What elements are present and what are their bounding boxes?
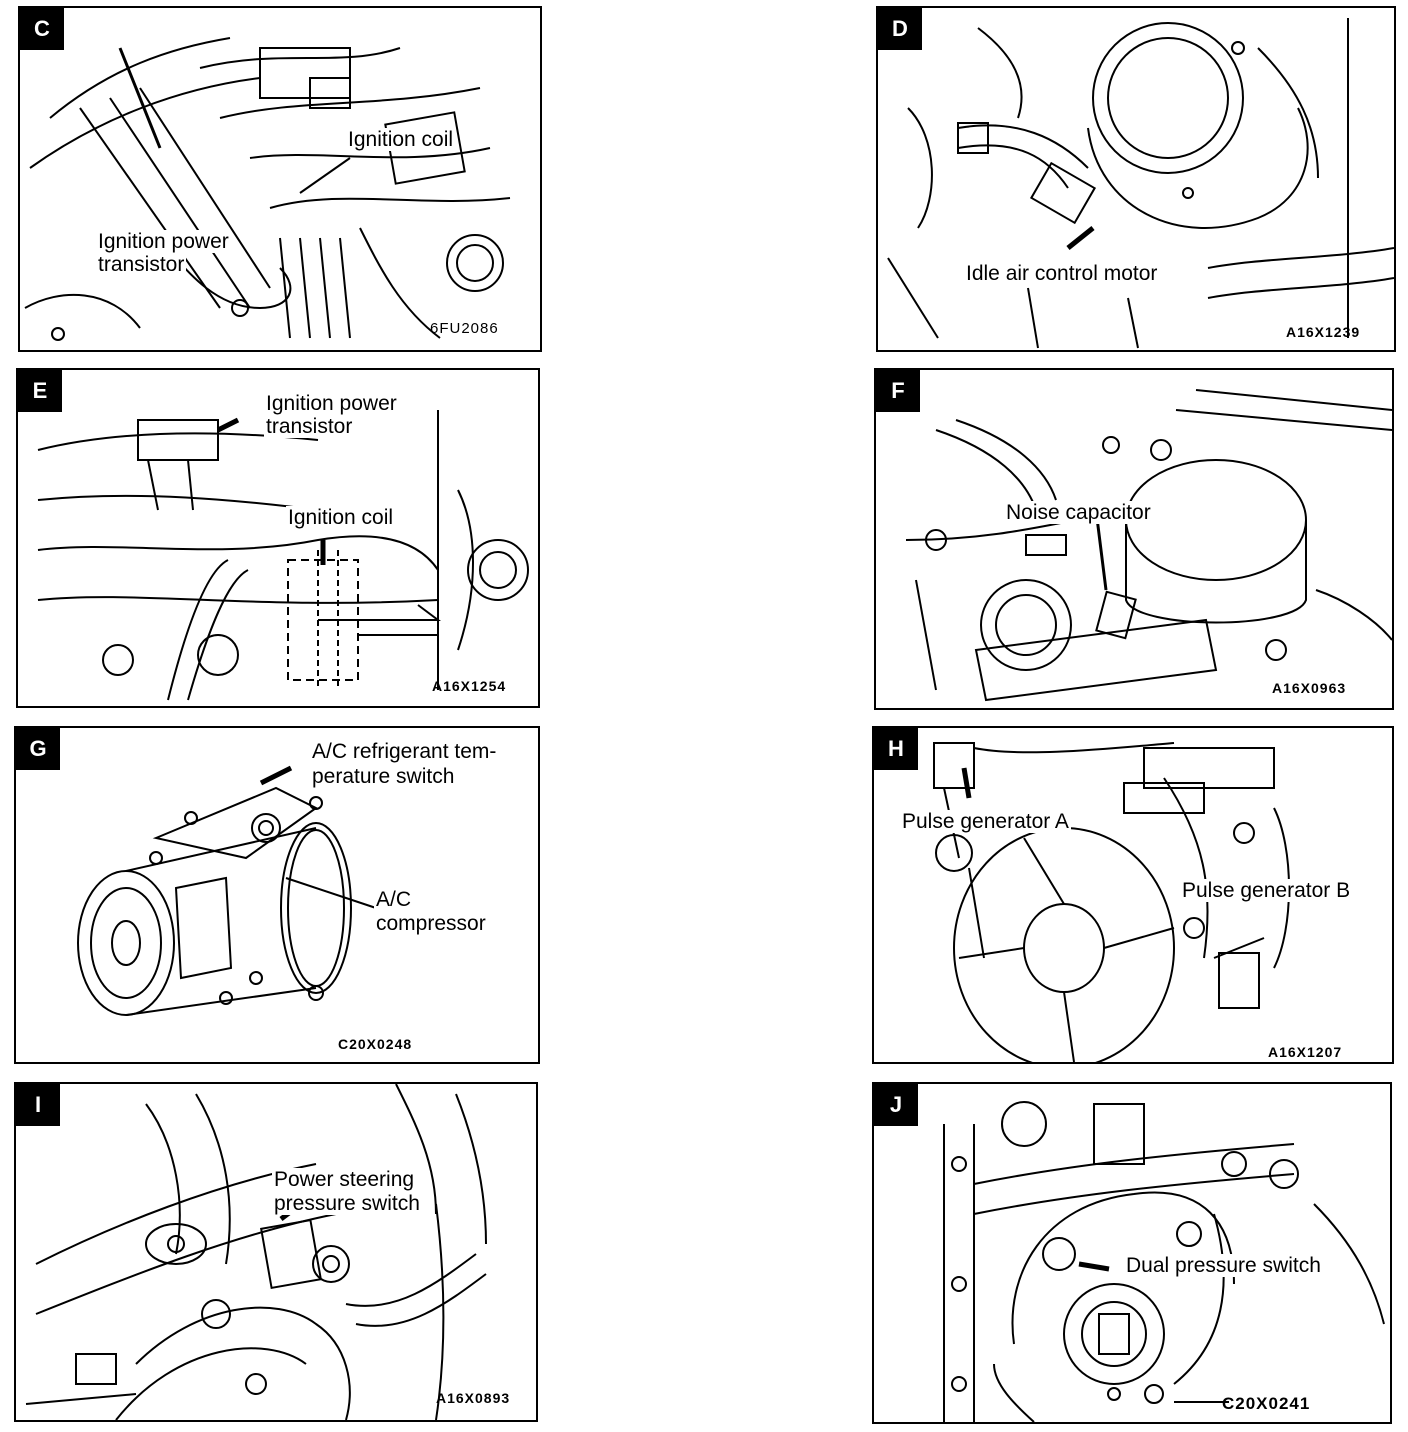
panel-c: C Ignition coil Ignition power transisto…: [18, 6, 542, 352]
callout-ignition-coil: Ignition coil: [286, 506, 396, 529]
engine-illustration-f: [905, 389, 1392, 702]
panel-f: F Noise capacitor A16X0963: [874, 368, 1394, 710]
figure-code-h: A16X1207: [1268, 1044, 1343, 1060]
engine-illustration-d: [887, 18, 1394, 349]
callout-power-steering: Power steering: [272, 1168, 417, 1191]
panel-e: E Ignition power transistor Ignition coi…: [16, 368, 540, 708]
callout-dual-pressure-switch: Dual pressure switch: [1124, 1254, 1323, 1277]
callout-transistor: transistor: [264, 415, 355, 438]
engine-illustration-i: [25, 1084, 487, 1420]
panel-letter-h: H: [874, 728, 918, 770]
callout-pressure-switch: pressure switch: [272, 1192, 422, 1215]
callout-ignition-coil: Ignition coil: [346, 128, 456, 151]
engine-illustration-c: [24, 37, 511, 341]
panel-letter-f: F: [876, 370, 920, 412]
transmission-illustration-h: [933, 742, 1290, 1062]
panel-g: G A/C refrigerant tem- perature switch A…: [14, 726, 540, 1064]
figure-code-i: A16X0893: [436, 1390, 511, 1406]
callout-ignition-power: Ignition power: [96, 230, 231, 253]
compressor-illustration-g: [77, 765, 377, 1016]
figure-code-f: A16X0963: [1272, 680, 1347, 696]
panel-letter-c: C: [20, 8, 64, 50]
panel-i: I Power steering pressure switch A16X089…: [14, 1082, 538, 1422]
figure-code-e: A16X1254: [432, 678, 507, 694]
engine-illustration-j: [943, 1101, 1385, 1422]
panel-letter-d: D: [878, 8, 922, 50]
figure-code-j: C20X0241: [1222, 1394, 1311, 1413]
panel-h: H Pulse generator A Pulse generator B A1…: [872, 726, 1394, 1064]
figure-code-g: C20X0248: [338, 1036, 413, 1052]
callout-idle-air-control-motor: Idle air control motor: [964, 262, 1160, 285]
callout-ac-refrigerant-line2: perature switch: [310, 765, 457, 788]
callout-transistor: transistor: [96, 253, 187, 276]
panel-j: J Dual pressure switch C20X0241: [872, 1082, 1392, 1424]
panel-letter-i: I: [16, 1084, 60, 1126]
figure-code-d: A16X1239: [1286, 324, 1361, 340]
callout-noise-capacitor: Noise capacitor: [1004, 501, 1153, 524]
panel-letter-e: E: [18, 370, 62, 412]
callout-ignition-power: Ignition power: [264, 392, 399, 415]
panel-letter-j: J: [874, 1084, 918, 1126]
callout-compressor: compressor: [374, 912, 488, 935]
callout-pulse-generator-b: Pulse generator B: [1180, 879, 1353, 902]
engine-illustration-e: [37, 410, 529, 701]
panel-d: D Idle air control motor A16X1239: [876, 6, 1396, 352]
callout-ac-refrigerant-line1: A/C refrigerant tem-: [310, 740, 499, 763]
callout-pulse-generator-a: Pulse generator A: [900, 810, 1071, 833]
figure-code-c: 6FU2086: [430, 320, 499, 337]
panel-letter-g: G: [16, 728, 60, 770]
callout-ac: A/C: [374, 888, 414, 911]
